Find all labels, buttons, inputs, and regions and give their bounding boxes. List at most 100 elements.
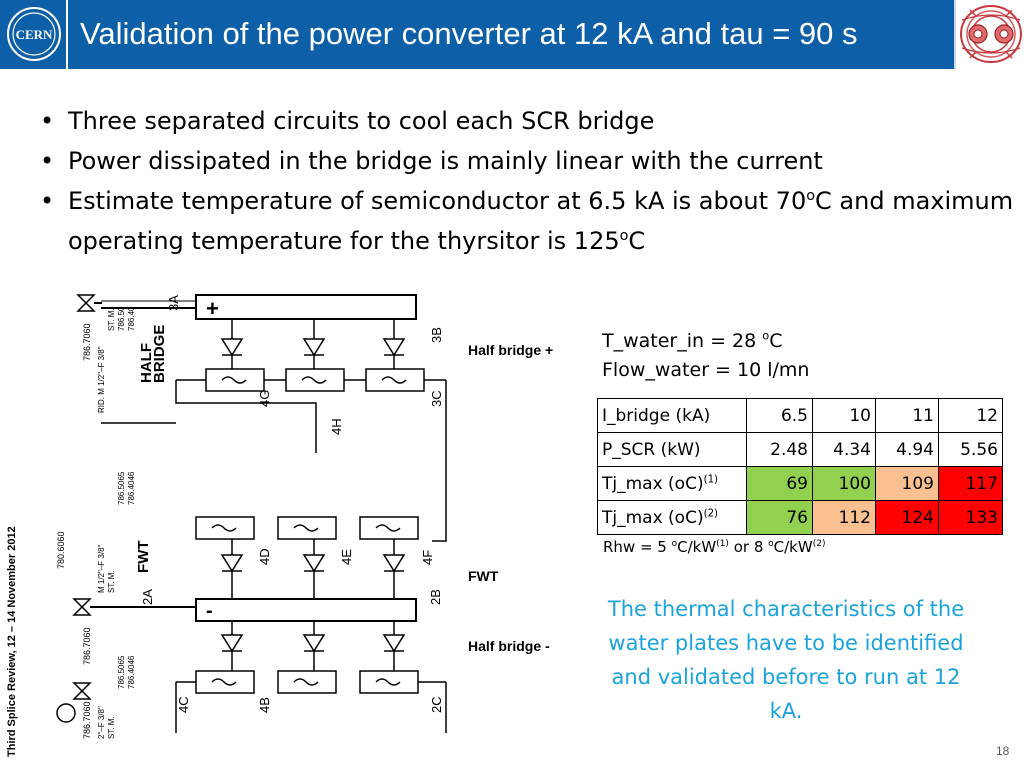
bullet-list: Three separated circuits to cool each SC…	[36, 101, 1016, 261]
cern-logo: CERN	[0, 0, 68, 69]
degree-superscript: o	[619, 228, 629, 244]
table-cell: 2.48	[746, 432, 813, 467]
thyristor-icon	[382, 338, 406, 357]
label-4h: 4H	[329, 418, 344, 435]
thyristor-icon	[220, 338, 244, 357]
table-cell: Tj_max (oC)(1)	[597, 466, 747, 501]
thyristor-icon	[220, 634, 244, 653]
bullet-text: C	[628, 227, 646, 255]
label-4e: 4E	[339, 549, 354, 565]
pipe-text: RID. M 1/2"–F 3/8"	[97, 346, 106, 413]
rhw-text: C/kW	[677, 538, 717, 556]
rhw-text: Rhw = 5	[603, 538, 672, 556]
bridge-label: BRIDGE	[151, 325, 168, 383]
table-row: P_SCR (kW) 2.48 4.34 4.94 5.56	[597, 432, 1003, 467]
half-label: HALF	[138, 343, 155, 383]
label-2c: 2C	[429, 696, 444, 713]
valve-icon	[72, 598, 92, 616]
fwt-label: FWT	[468, 568, 499, 584]
footnote-superscript: (2)	[703, 507, 719, 519]
valve-icon	[76, 294, 96, 312]
valve-number: 786.7060	[82, 627, 92, 665]
label-2a: 2A	[140, 589, 155, 605]
bullet-text: Estimate temperature of semiconductor at…	[68, 187, 807, 215]
minus-bus-bar	[195, 598, 417, 622]
table-cell: 4.94	[875, 432, 939, 467]
half-bridge-plus-label: Half bridge +	[468, 342, 554, 358]
spec-text: 786.4046	[127, 655, 136, 689]
label-3c: 3C	[429, 390, 444, 407]
table-row: Tj_max (oC)(1) 69 100 109 117	[597, 466, 1003, 501]
row-label: Tj_max (oC)	[602, 473, 704, 494]
rhw-text: or 8	[728, 538, 769, 556]
table-cell: 5.56	[938, 432, 1003, 467]
table-cell-red: 124	[875, 500, 939, 535]
scr-bridge-schematic: + 786.7060 786.50 786.40 ST. M. RID. M 1…	[56, 294, 447, 739]
st-m-text: ST. M.	[107, 308, 116, 331]
footnote-superscript: (1)	[716, 539, 729, 549]
t-water-text: T_water_in = 28	[602, 330, 763, 352]
rhw-note: Rhw = 5 oC/kW(1) or 8 oC/kW(2)	[603, 538, 825, 556]
degree-superscript: o	[671, 539, 678, 549]
flow-water-line: Flow_water = 10 l/mn	[602, 359, 810, 381]
table-cell-green: 69	[746, 466, 813, 501]
valve-icon	[72, 682, 92, 700]
label-3a: 3A	[166, 295, 181, 311]
thermal-note: The thermal characteristics of the water…	[607, 597, 965, 723]
header-bar: CERN Validation of the power converter a…	[0, 0, 1024, 69]
table-cell-red: 117	[938, 466, 1003, 501]
label-4b: 4B	[257, 697, 272, 713]
diode-icon	[220, 554, 244, 573]
pipe-text: 2"–F 3/8"	[97, 706, 106, 739]
table-cell: 6.5	[746, 398, 813, 433]
rhw-text: C/kW	[773, 538, 813, 556]
gauge-icon	[56, 703, 76, 723]
label-4c: 4C	[176, 696, 191, 713]
label-4f: 4F	[420, 550, 435, 565]
bullet-item: Three separated circuits to cool each SC…	[36, 101, 1016, 141]
label-4g: 4G	[257, 390, 272, 407]
table-row: I_bridge (kA) 6.5 10 11 12	[597, 398, 1003, 433]
bullet-text: Three separated circuits to cool each SC…	[68, 107, 655, 135]
footer-side-text: Third Splice Review, 12 – 14 November 20…	[6, 526, 18, 757]
diode-icon	[302, 554, 326, 573]
table-cell-peach: 112	[812, 500, 876, 535]
plus-bus-bar	[195, 294, 417, 320]
bullet-text: Power dissipated in the bridge is mainly…	[68, 147, 823, 175]
bullet-item: Estimate temperature of semiconductor at…	[36, 181, 1016, 261]
footnote-superscript: (2)	[812, 539, 826, 549]
spec-text: 786.4046	[127, 471, 136, 505]
parameters-block: T_water_in = 28 oC Flow_water = 10 l/mn	[602, 327, 809, 385]
t-water-line: T_water_in = 28 oC	[602, 327, 809, 356]
magnet-emblem-icon	[954, 0, 1024, 69]
label-3b: 3B	[429, 327, 444, 343]
table-cell-green: 100	[812, 466, 876, 501]
spec-text: 786.5065	[117, 471, 126, 505]
spec-text: 786.50	[117, 306, 126, 331]
pipe-text: M 1/2"–F 3/8"	[97, 544, 106, 593]
half-bridge-minus-label: Half bridge -	[468, 638, 550, 654]
diode-icon	[382, 554, 406, 573]
logo-text: CERN	[16, 27, 53, 42]
plus-label: +	[206, 296, 219, 321]
t-water-unit: C	[769, 330, 783, 352]
table-cell: 10	[812, 398, 876, 433]
st-m-text: ST. M.	[107, 716, 116, 739]
table-cell: I_bridge (kA)	[597, 398, 747, 433]
bullet-text: C and maximum operating temperature for …	[68, 187, 1014, 255]
spec-text: 786.40	[127, 306, 136, 331]
bullet-item: Power dissipated in the bridge is mainly…	[36, 141, 1016, 181]
minus-label: -	[206, 600, 213, 622]
table-cell: 11	[875, 398, 939, 433]
valve-number: 786.7060	[82, 701, 92, 739]
page-number: 18	[996, 744, 1010, 758]
table-row: Tj_max (oC)(2) 76 112 124 133	[597, 500, 1003, 535]
results-table: I_bridge (kA) 6.5 10 11 12 P_SCR (kW) 2.…	[597, 398, 1003, 535]
label-4d: 4D	[257, 548, 272, 565]
table-cell: Tj_max (oC)(2)	[597, 500, 747, 535]
degree-superscript: o	[806, 188, 816, 204]
table-cell-red: 133	[938, 500, 1003, 535]
valve-number: 780.6060	[56, 531, 66, 569]
row-label: Tj_max (oC)	[602, 507, 704, 528]
degree-superscript: o	[762, 328, 770, 343]
